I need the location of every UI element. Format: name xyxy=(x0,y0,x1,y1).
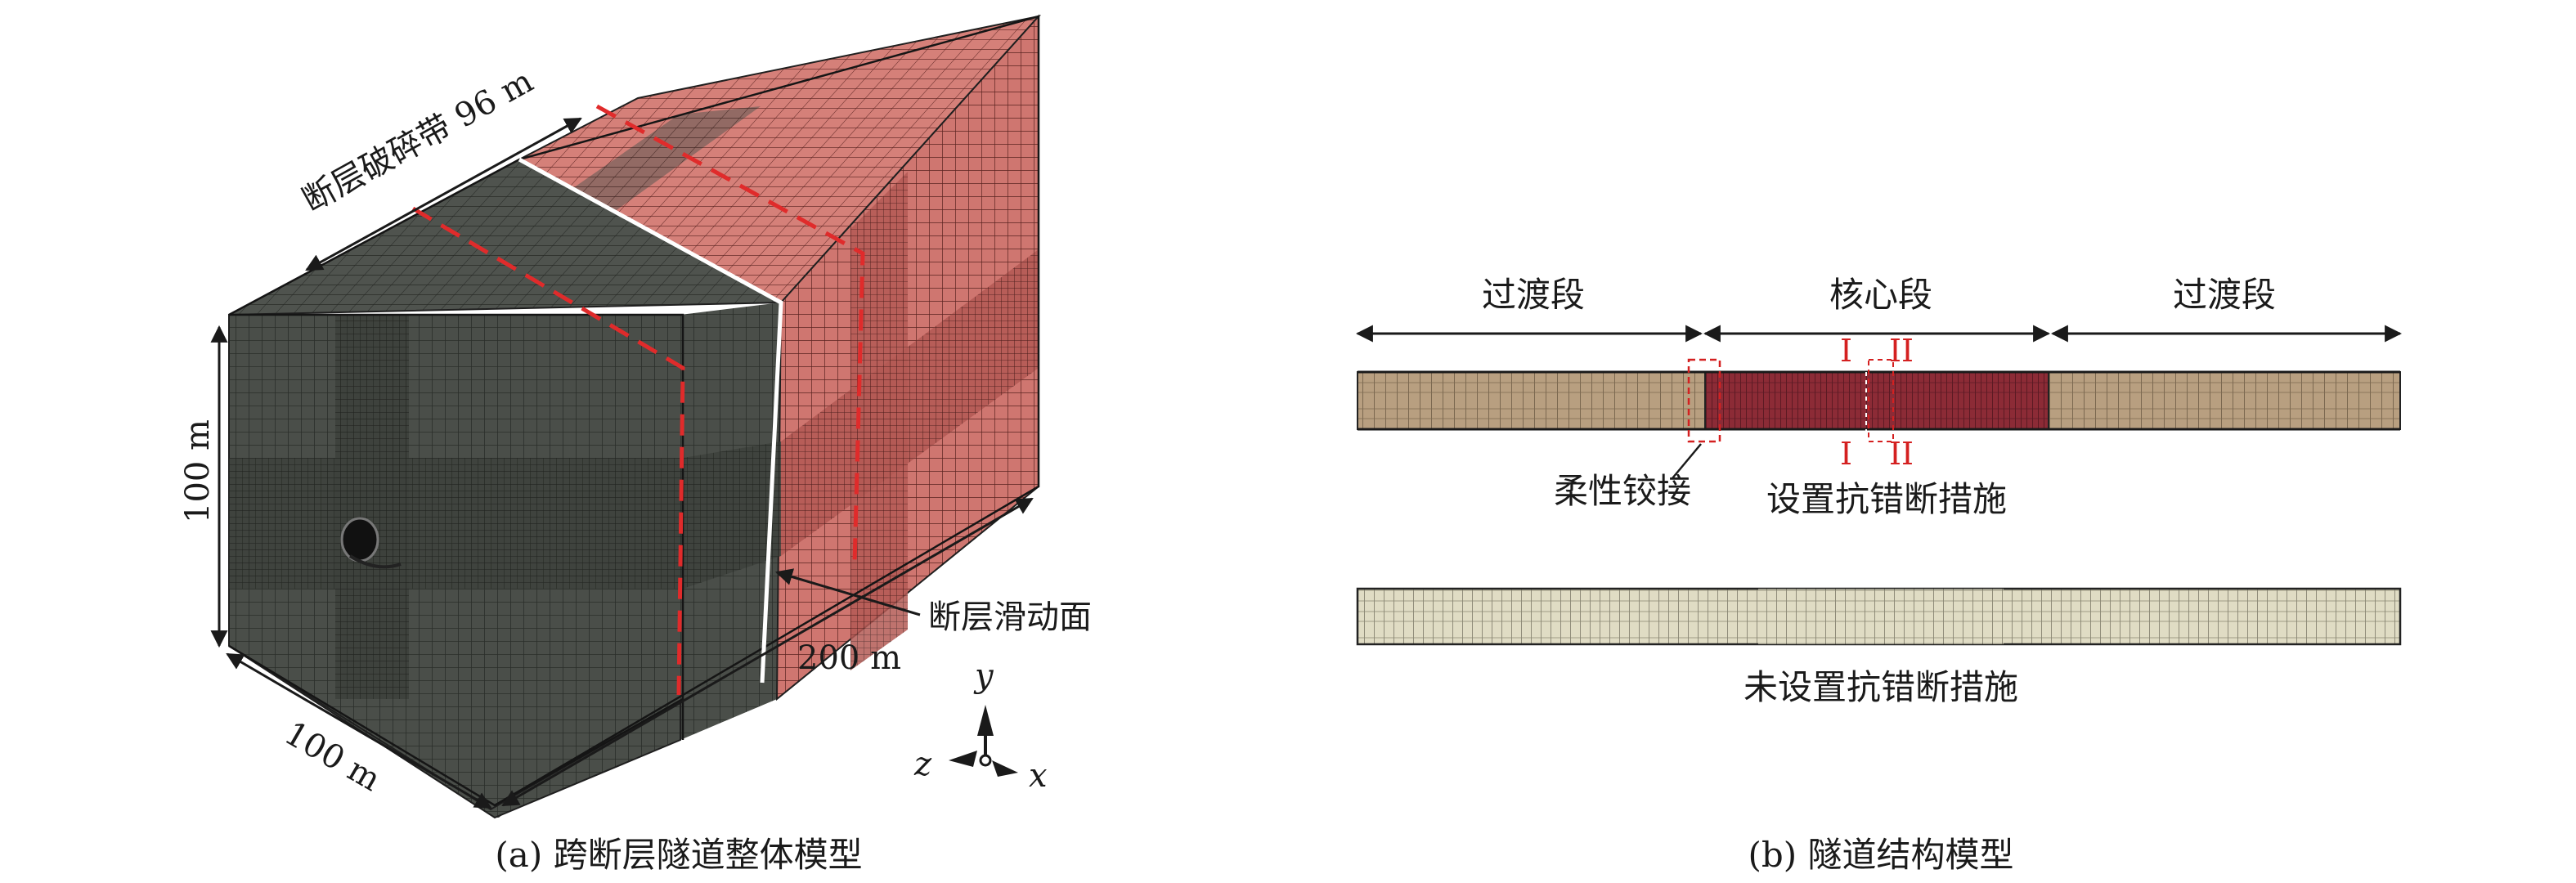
length-label: 200 m xyxy=(797,639,901,677)
section-marker-box xyxy=(1868,359,1894,442)
segment-label-left: 过渡段 xyxy=(1482,275,1585,315)
section-ii-top: II xyxy=(1889,333,1914,369)
fault-plane-label: 断层滑动面 xyxy=(928,598,1092,636)
height-label: 100 m xyxy=(179,419,217,523)
axis-y-label: y xyxy=(973,657,994,695)
tunnel-with-measures xyxy=(1357,358,2401,443)
dense-band-horizontal-red xyxy=(781,249,1039,556)
axis-z-arrow xyxy=(949,751,977,767)
axis-triad: y z x xyxy=(913,657,1048,795)
fault-zone-bound-2 xyxy=(595,104,865,565)
without-measures-label: 未设置抗错断措施 xyxy=(1744,667,2018,707)
dense-band-horizontal-dark xyxy=(229,441,781,589)
tunnel-opening-shade xyxy=(348,554,402,569)
section-i-top: I xyxy=(1840,333,1852,369)
lining-plain-dense xyxy=(1758,589,2004,644)
axis-z-label: z xyxy=(913,746,932,783)
flexible-joint-leader xyxy=(1672,443,1702,479)
panel-a-model xyxy=(228,14,1042,819)
lining-core xyxy=(1704,371,2049,430)
flexible-joint-label: 柔性铰接 xyxy=(1554,471,1691,511)
lining-transition-right xyxy=(2048,371,2401,430)
depth-arrow xyxy=(226,652,492,809)
tunnel-opening xyxy=(340,517,379,563)
tunnel-without-measures xyxy=(1356,587,2402,646)
flexible-joint-marker xyxy=(1687,358,1721,443)
lining-transition-left xyxy=(1357,371,1706,430)
segment-label-core: 核心段 xyxy=(1829,275,1932,315)
axis-x-label: x xyxy=(1029,757,1048,795)
axis-x-arrow xyxy=(992,760,1018,777)
fault-plane-leader xyxy=(774,568,921,616)
fault-zone-width-arrow xyxy=(305,117,582,271)
section-ii-bottom: II xyxy=(1889,436,1914,472)
caption-b: (b) 隧道结构模型 xyxy=(1748,835,2013,875)
with-measures-label: 设置抗错断措施 xyxy=(1766,479,2007,519)
segment-label-right: 过渡段 xyxy=(2173,275,2276,315)
section-i-bottom: I xyxy=(1840,436,1852,472)
dimension-arrows xyxy=(210,117,1034,809)
caption-a: (a) 跨断层隧道整体模型 xyxy=(495,835,862,875)
axis-y-arrow xyxy=(977,705,994,736)
length-arrow xyxy=(501,497,1034,807)
